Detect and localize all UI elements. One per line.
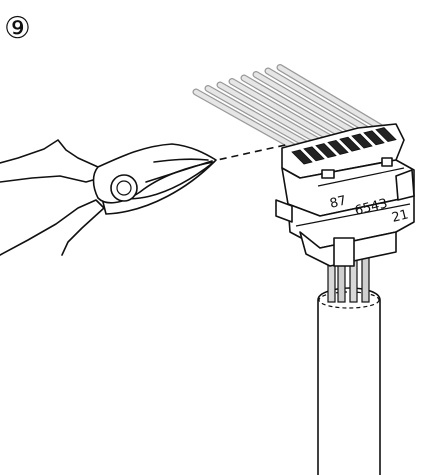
trimmed-wire-ends-icon [192, 64, 384, 152]
pin-label-21: 21 [390, 207, 410, 226]
wire-end-fill [277, 65, 383, 130]
wire-end-fill [241, 75, 347, 139]
pin-label-87: 87 [328, 193, 348, 212]
wire-end-fill [193, 89, 299, 151]
cable-icon [317, 249, 381, 475]
step-number: ⑨ [4, 11, 31, 46]
comb-slot [375, 127, 397, 143]
connector-housing-icon [275, 123, 415, 267]
comb-slot [315, 143, 337, 159]
comb-slot [327, 139, 349, 155]
wire-cutter-icon [0, 139, 217, 256]
wire-end-fill [229, 79, 335, 142]
cut-line [207, 143, 291, 163]
comb-slot [303, 146, 325, 162]
comb-slot [291, 149, 313, 165]
wire-end-fill [265, 68, 371, 133]
comb-slot [339, 136, 361, 152]
wire-end-fill [205, 86, 311, 148]
connector-slots [291, 127, 397, 165]
comb-slot [351, 133, 373, 149]
comb-slot [363, 130, 385, 146]
wire-end-fill [217, 82, 323, 145]
wire-end-fill [253, 72, 359, 136]
